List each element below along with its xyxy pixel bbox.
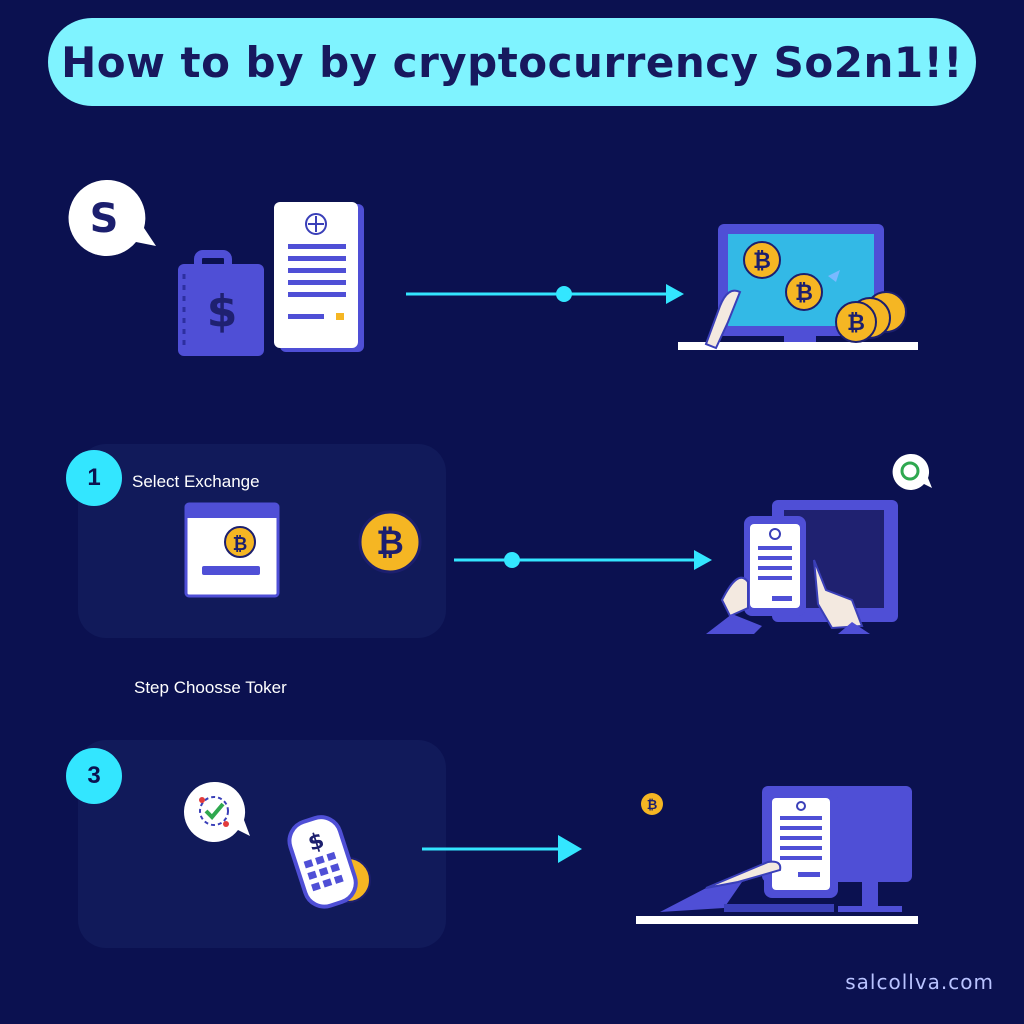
wallet-dollar-icon: $ [207, 286, 238, 337]
left-hand-icon [720, 576, 749, 618]
step-1-badge: 1 [66, 450, 122, 506]
logo-letter: S [90, 196, 119, 242]
flow-arrow-2 [454, 550, 712, 570]
keyboard [724, 904, 834, 912]
svg-text:₿: ₿ [795, 281, 813, 306]
exchange-window-icon: ₿ [184, 502, 280, 598]
wallet-body [178, 264, 264, 356]
svg-text:₿: ₿ [233, 534, 248, 555]
svg-text:₿: ₿ [753, 249, 771, 274]
hand-icon [704, 289, 742, 350]
cursor-arrow-icon [828, 270, 840, 282]
title-banner: How to by by cryptocurrency So2n1!! [48, 18, 976, 106]
flow-arrow-3 [422, 835, 582, 863]
page-title: How to by by cryptocurrency So2n1!! [61, 37, 963, 87]
document-emblem-icon [305, 213, 327, 235]
sleeve [706, 614, 762, 634]
desk-surface [678, 342, 918, 350]
desktop-tablet-illustration [636, 786, 918, 924]
step-1-label: Select Exchange [132, 472, 260, 491]
right-hand-icon [813, 559, 864, 630]
bitcoin-coin-icon: ₿ [743, 241, 781, 279]
card-dollar-icon: $ [305, 828, 327, 857]
chat-bubble-icon [892, 453, 932, 490]
desk-surface [636, 916, 918, 924]
flow-arrow-1 [406, 284, 684, 304]
payment-card-calculator-icon: $ [287, 815, 371, 909]
hand-icon [705, 860, 782, 889]
bitcoin-coin-icon: ₿ [358, 510, 422, 574]
bitcoin-coin-icon: ₿ [785, 273, 823, 311]
watermark: salcollva.com [845, 970, 994, 994]
step-3-badge: 3 [66, 748, 122, 804]
wallet-document-illustration: $ [178, 202, 364, 356]
svg-text:₿: ₿ [847, 311, 865, 336]
tablet-screen [772, 798, 830, 890]
laptop-coins-illustration: ₿ ₿ ₿ [678, 224, 918, 350]
phone-monitor-illustration [706, 500, 898, 634]
document-sheet [274, 202, 358, 348]
svg-text:₿: ₿ [376, 523, 404, 563]
coin-stack-icon: ₿ [835, 291, 907, 343]
svg-text:₿: ₿ [647, 798, 658, 813]
step-3-panel [78, 740, 446, 948]
choose-token-label: Step Choosse Toker [134, 678, 287, 697]
logo-speech-bubble-icon: S [68, 179, 156, 256]
bitcoin-coin-icon: ₿ [641, 793, 663, 815]
verified-chat-bubble-icon [184, 781, 250, 842]
